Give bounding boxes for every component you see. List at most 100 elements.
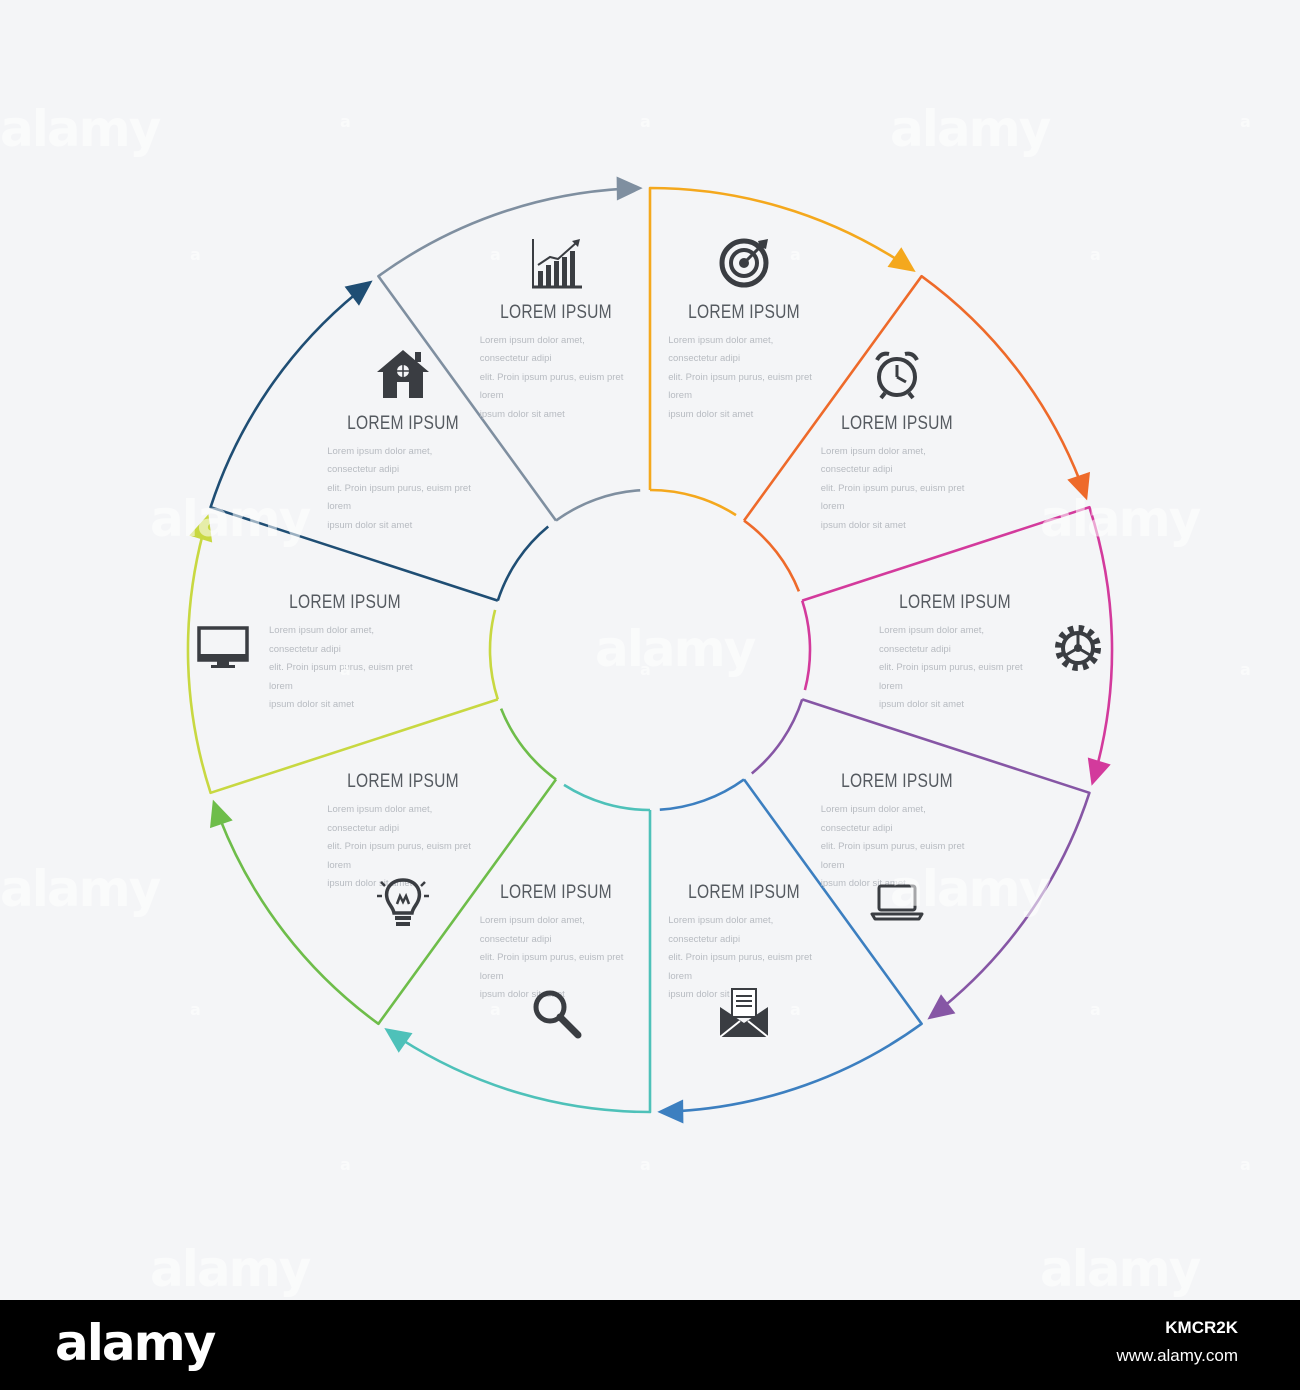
description-line: Lorem ipsum dolor amet, consectetur adip… [879,625,985,655]
segment-title: LOREM IPSUM [347,771,460,793]
description-line: ipsum dolor sit amet [668,989,754,1001]
segment-title: LOREM IPSUM [840,771,953,793]
gear-icon [1050,620,1106,676]
segment-description: Lorem ipsum dolor amet, consectetur adip… [668,912,820,1005]
segment-description: Lorem ipsum dolor amet, consectetur adip… [480,332,632,425]
segment-description: Lorem ipsum dolor amet, consectetur adip… [480,912,632,1005]
footer-logo: alamy [55,1314,216,1372]
segment-outline [209,291,499,602]
arrowhead [189,514,213,543]
description-line: ipsum dolor sit amet [479,989,565,1001]
description-line: ipsum dolor sit amet [820,878,906,890]
bar-chart-icon [528,235,584,291]
laptop-icon [869,874,925,930]
description-line: Lorem ipsum dolor amet, consectetur adip… [820,804,926,834]
segment-outline [801,698,1091,1009]
inner-arc [800,600,812,691]
segment-outline [377,187,623,522]
segment-description: Lorem ipsum dolor amet, consectetur adip… [879,622,1031,715]
segment-outline [218,778,558,1026]
arrowhead [887,247,916,272]
description-line: Lorem ipsum dolor amet, consectetur adip… [269,625,375,655]
segment-outline [677,778,923,1113]
inner-arc [563,783,651,812]
arrowhead [657,1099,684,1124]
segment-title: LOREM IPSUM [688,882,801,904]
segment-8 [186,514,500,795]
arrowhead [927,994,956,1020]
arrowhead [616,176,643,201]
inner-arc [488,609,500,700]
monitor-icon [195,620,251,676]
inner-arc [750,698,804,775]
house-icon [375,346,431,402]
segment-2 [742,274,1090,592]
segment-outline [648,186,900,490]
description-line: elit. Proin ipsum purus, euism pret lore… [269,662,413,692]
segment-title: LOREM IPSUM [347,412,460,434]
target-icon [716,235,772,291]
segment-description: Lorem ipsum dolor amet, consectetur adip… [821,443,973,536]
segment-title: LOREM IPSUM [899,592,1011,613]
inner-arc [743,519,801,592]
segment-3 [800,505,1114,786]
description-line: elit. Proin ipsum purus, euism pret lore… [479,952,624,982]
segment-description: Lorem ipsum dolor amet, consectetur adip… [269,622,421,715]
segment-description: Lorem ipsum dolor amet, consectetur adip… [327,801,479,894]
segment-4 [750,698,1091,1020]
description-line: Lorem ipsum dolor amet, consectetur adip… [668,915,774,945]
segment-outline [801,505,1114,767]
arrowhead [344,280,373,306]
description-line: ipsum dolor sit amet [327,519,413,531]
alarm-clock-icon [869,346,925,402]
segment-description: Lorem ipsum dolor amet, consectetur adip… [821,801,973,894]
image-id: KMCR2K [1165,1318,1238,1337]
segment-description: Lorem ipsum dolor amet, consectetur adip… [327,443,479,536]
segment-title: LOREM IPSUM [499,882,612,904]
segment-10 [377,176,643,522]
segment-title: LOREM IPSUM [688,301,801,323]
segment-description: Lorem ipsum dolor amet, consectetur adip… [668,332,820,425]
segment-5 [657,778,923,1124]
description-line: ipsum dolor sit amet [879,699,965,710]
cycle-wheel [186,176,1114,1124]
description-line: ipsum dolor sit amet [479,408,565,420]
description-line: Lorem ipsum dolor amet, consectetur adip… [479,915,585,945]
segment-outline [742,274,1082,522]
description-line: Lorem ipsum dolor amet, consectetur adip… [668,334,774,365]
inner-arc [499,708,557,781]
description-line: elit. Proin ipsum purus, euism pret lore… [879,662,1023,692]
infographic-diagram [186,176,1114,1124]
description-line: elit. Proin ipsum purus, euism pret lore… [820,841,965,871]
segment-outline [186,533,499,795]
description-line: elit. Proin ipsum purus, euism pret lore… [820,482,965,513]
description-line: elit. Proin ipsum purus, euism pret lore… [479,371,624,402]
description-line: Lorem ipsum dolor amet, consectetur adip… [327,804,433,834]
lightbulb-icon [375,874,431,930]
description-line: Lorem ipsum dolor amet, consectetur adip… [327,445,433,476]
inner-arc [496,525,550,602]
mail-icon [716,985,772,1041]
segment-6 [384,783,652,1114]
description-line: ipsum dolor sit amet [820,519,906,531]
description-line: elit. Proin ipsum purus, euism pret lore… [327,841,471,871]
magnifier-icon [528,985,584,1041]
arrowhead [210,799,233,829]
description-line: ipsum dolor sit amet [668,408,754,420]
arrowhead [1087,757,1111,786]
segment-title: LOREM IPSUM [840,412,953,434]
inner-arc [649,488,737,517]
footer-bar: alamy KMCR2K www.alamy.com [0,1300,1300,1390]
segment-title: LOREM IPSUM [499,301,612,323]
footer-url: www.alamy.com [1116,1346,1238,1365]
arrowhead [384,1028,413,1053]
segment-outline [400,810,652,1114]
description-line: elit. Proin ipsum purus, euism pret lore… [668,371,812,402]
inner-arc [555,489,641,522]
description-line: elit. Proin ipsum purus, euism pret lore… [327,482,471,513]
description-line: ipsum dolor sit amet [269,699,355,710]
inner-arc [659,778,745,811]
description-line: Lorem ipsum dolor amet, consectetur adip… [820,445,926,476]
segment-9 [209,280,550,602]
description-line: elit. Proin ipsum purus, euism pret lore… [668,952,812,982]
